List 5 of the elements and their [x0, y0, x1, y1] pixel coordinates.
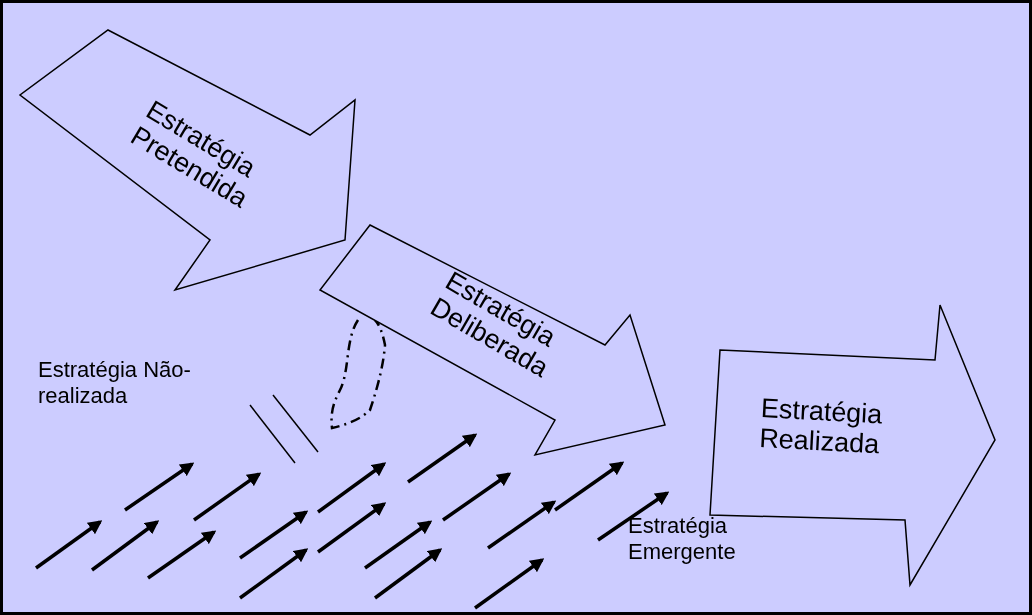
strategy-label: Estratégia Não-realizada [38, 357, 192, 410]
block-arrow [320, 225, 665, 455]
strategy-label: Estratégia Emergente [628, 513, 737, 566]
arrow-label: Estratégia Realizada [758, 394, 885, 461]
block-arrow [20, 30, 355, 290]
